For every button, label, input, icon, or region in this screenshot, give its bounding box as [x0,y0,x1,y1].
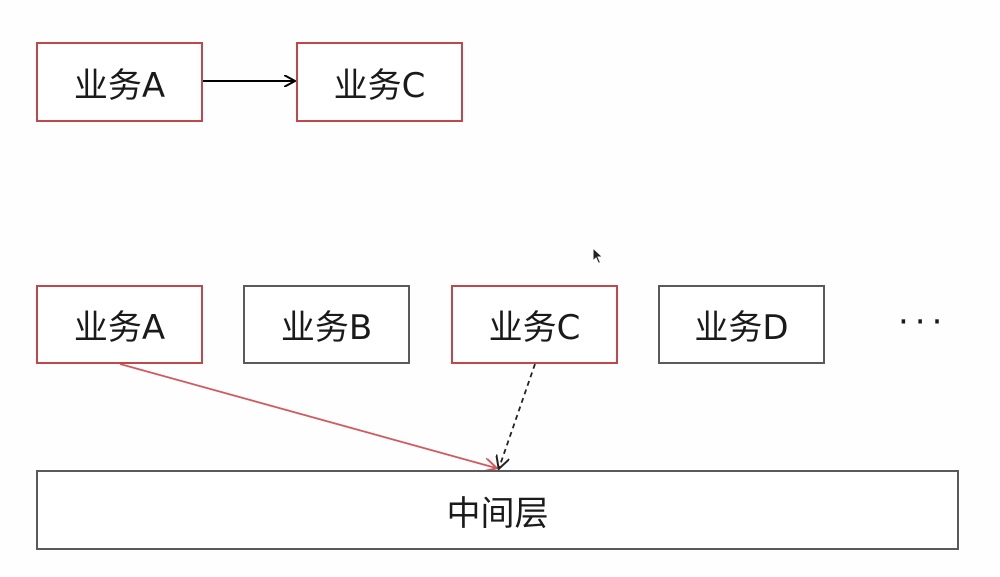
business-a-box: 业务A [36,285,203,364]
business-c-box: 业务C [451,285,618,364]
arrow-a-to-middle [119,363,496,468]
middle-layer-box: 中间层 [36,470,959,550]
business-b-box: 业务B [243,285,410,364]
business-c-label: 业务C [488,308,581,348]
more-ellipsis: ··· [898,302,949,342]
top-business-a-label: 业务A [73,65,166,106]
business-a-label: 业务A [73,308,166,348]
top-business-c-label: 业务C [333,65,426,106]
middle-layer-label: 中间层 [446,493,549,534]
business-b-label: 业务B [280,308,373,348]
mouse-pointer-icon [592,246,604,269]
top-business-c-box: 业务C [296,42,463,122]
business-d-label: 业务D [694,308,789,348]
top-business-a-box: 业务A [36,42,203,122]
arrow-c-to-middle-dashed [499,363,536,468]
business-d-box: 业务D [658,285,825,364]
